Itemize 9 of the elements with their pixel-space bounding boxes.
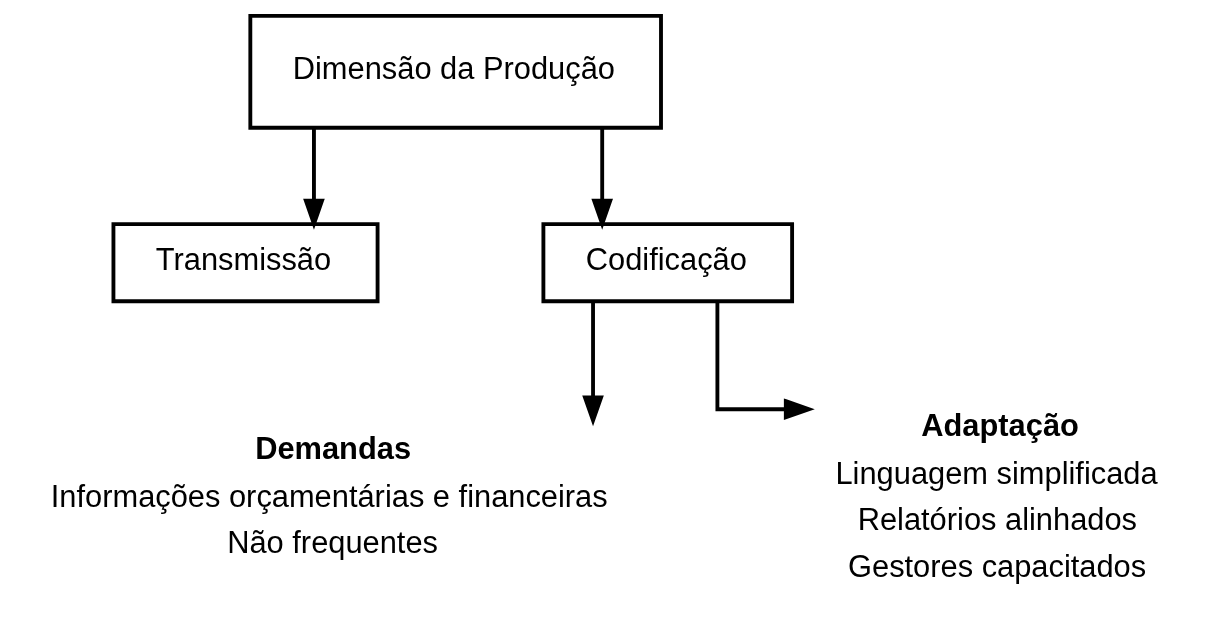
node-box: Transmissão [111, 222, 380, 304]
node-box: Codificação [541, 222, 795, 304]
node-text: Demandas Informações orçamentárias e financeiras Não frequentes [50, 431, 608, 561]
node-text: Adaptação Linguagem simplificada Relatórios alinhados Gestores capacitados [835, 407, 1158, 584]
node-box: Dimensão da Produção [248, 14, 663, 130]
arrow [303, 128, 325, 230]
arrow [582, 301, 604, 427]
arrow [715, 302, 815, 421]
arrow [591, 128, 614, 230]
